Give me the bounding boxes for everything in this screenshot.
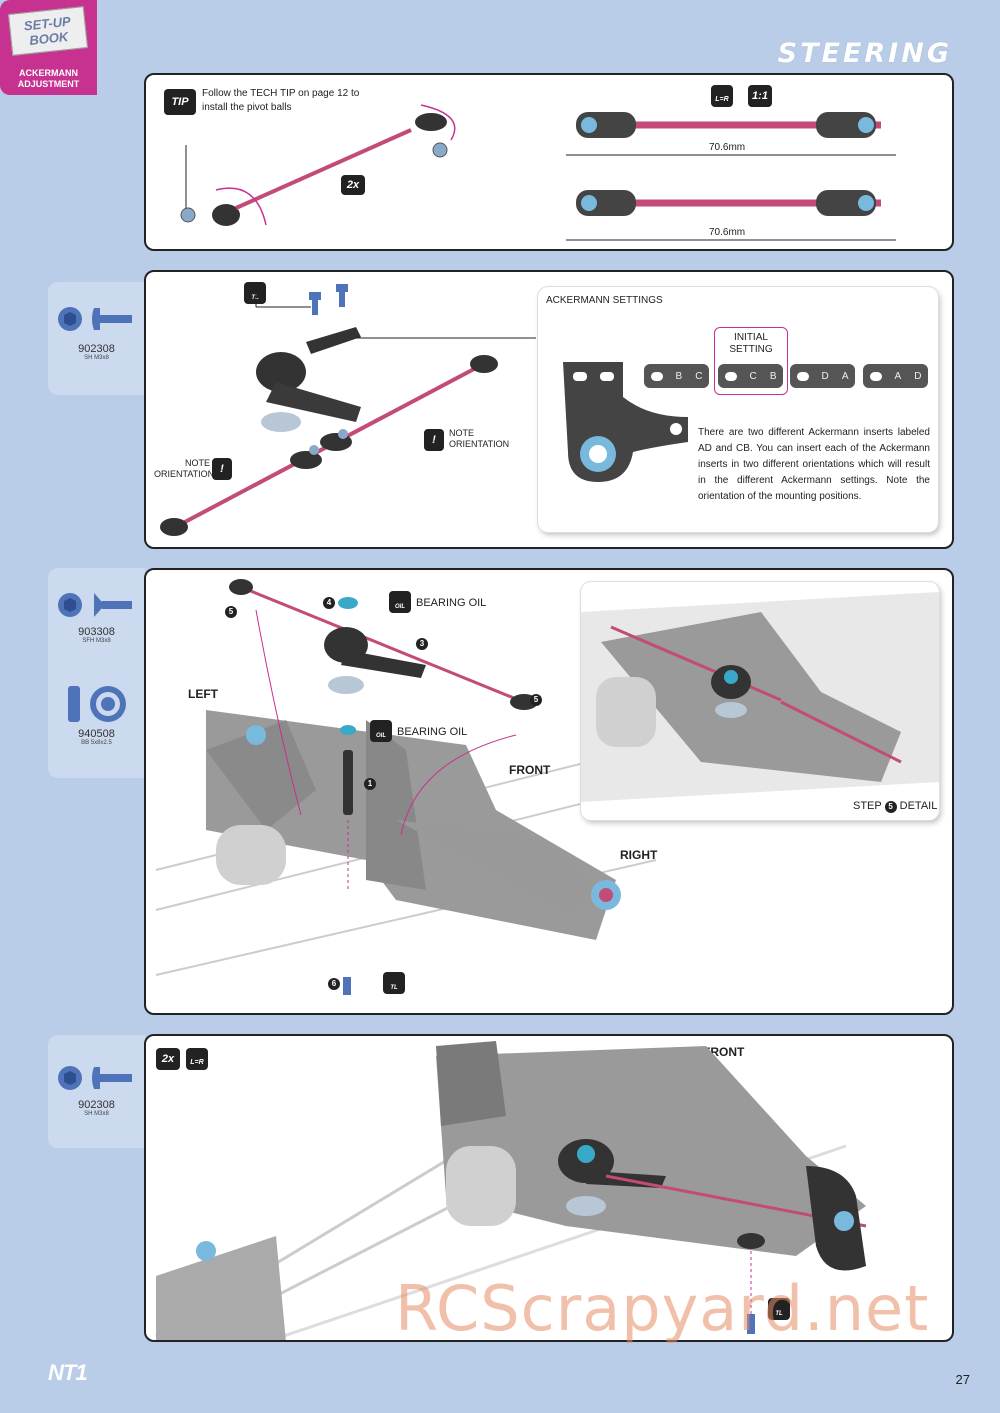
note-right: NOTE ORIENTATION [449, 428, 510, 449]
length-top: 70.6mm [709, 142, 746, 153]
insert-label: B [769, 370, 777, 382]
label-right: RIGHT [620, 848, 658, 862]
tip-badge: TIP [164, 89, 196, 115]
note-icon-right: ! [424, 429, 444, 451]
setup-book-badge[interactable]: SET-UP BOOK ACKERMANN ADJUSTMENT [0, 0, 97, 95]
pivot-ball-right [432, 142, 448, 158]
insert-label: A [894, 370, 902, 382]
step2-panel: TL ! NOTE ORIENTATION NOTE ORIENTATION !… [144, 270, 954, 549]
setup-book-label: SET-UP BOOK [23, 13, 72, 48]
detail-label: STEP [853, 800, 882, 812]
step4-panel: 2x L=R FRONT TL [144, 1034, 954, 1342]
insert-label: C [695, 370, 703, 382]
rod-end-left [212, 204, 240, 226]
lr-label: L=R [190, 1059, 204, 1066]
step2-parts [48, 282, 145, 395]
tl-label: TL [390, 985, 398, 991]
screw-sh-icon [58, 307, 132, 331]
step1-panel: TIP Follow the TECH TIP on page 12 to in… [144, 73, 954, 251]
callout-6: 6 [328, 978, 340, 990]
detail-suffix: DETAIL [899, 800, 938, 812]
tie-rod-bottom [566, 190, 896, 241]
note-left: NOTE ORIENTATION [154, 458, 215, 479]
callout-3: 3 [416, 638, 428, 650]
oil-badge-top: OIL [389, 591, 411, 613]
length-bottom: 70.6mm [709, 227, 746, 238]
step5-detail-box: STEP 5 DETAIL [581, 582, 939, 820]
section-title: STEERING [777, 38, 952, 69]
detail-num: 5 [884, 801, 897, 813]
insert-label: C [749, 370, 757, 382]
insert-label: B [675, 370, 683, 382]
label-left: LEFT [188, 687, 218, 701]
step3-parts [48, 568, 145, 778]
insert-label: A [841, 370, 849, 382]
callout-5-top: 5 [225, 606, 237, 618]
ackermann-text: There are two different Ackermann insert… [698, 427, 930, 502]
tl-label: TL [251, 295, 259, 301]
steering-arm-icon [563, 362, 688, 482]
tl-badge-step2: TL [244, 282, 266, 304]
oil-label: OIL [395, 604, 405, 610]
tip-label: TIP [171, 96, 189, 108]
qty-badge-step4: 2x [156, 1048, 180, 1070]
bearing-oil-top: BEARING OIL [416, 597, 487, 609]
step3-part-number-1: 903308 [78, 626, 115, 638]
step3-part-desc-1: SFH M3x8 [82, 638, 111, 644]
tl-label: TL [775, 1311, 783, 1317]
screw-sh-icon [58, 1066, 132, 1090]
tie-rod-top [566, 112, 896, 156]
initial-setting-frame [714, 327, 788, 395]
chassis-front-illustration [155, 579, 657, 995]
insert-label: D [914, 370, 922, 382]
note-icon-left: ! [212, 458, 232, 480]
setup-book-icon: SET-UP BOOK [8, 6, 88, 56]
step4-parts [48, 1035, 145, 1148]
pivot-ball-left [180, 207, 196, 223]
lr-label: L=R [715, 96, 729, 103]
tie-rod-exploded [180, 104, 456, 226]
callout-4: 4 [323, 597, 335, 609]
lr-badge-step4: L=R [186, 1048, 208, 1070]
step2-part-number: 902308 [78, 343, 115, 355]
oil-badge-mid: OIL [370, 720, 392, 742]
setup-caption: ACKERMANN ADJUSTMENT [17, 68, 80, 89]
oil-label: OIL [376, 733, 386, 739]
bearing-oil-mid: BEARING OIL [397, 726, 468, 738]
tl-badge-step3: TL [383, 972, 405, 994]
scale-badge: 1:1 [748, 85, 772, 107]
tip-text: Follow the TECH TIP on page 12 to instal… [202, 88, 360, 113]
page-number: 27 [955, 1372, 970, 1387]
step4-part-desc: SH M3x8 [84, 1111, 109, 1117]
step2-part-desc: SH M3x8 [84, 355, 109, 361]
chassis-assembled-illustration [155, 1041, 867, 1340]
lr-badge: L=R [711, 85, 733, 107]
initial-setting-label: INITIAL SETTING [729, 332, 773, 355]
steering-assembly-exploded [160, 284, 536, 536]
ackermann-title: ACKERMANN SETTINGS [546, 295, 663, 306]
label-front: FRONT [509, 763, 551, 777]
step3-part-number-2: 940508 [78, 728, 115, 740]
qty-badge: 2x [341, 175, 365, 195]
watermark: RCScrapyard.net [395, 1272, 930, 1345]
nt1-logo: NT1 [48, 1360, 88, 1385]
callout-5-right: 5 [530, 694, 542, 706]
detail-caption: STEP 5 DETAIL [853, 800, 937, 813]
insert-label: D [821, 370, 829, 382]
tl-badge-step4: TL [768, 1298, 790, 1320]
step3-panel: 5 4 OIL BEARING OIL 3 5 OIL BEARING OIL … [144, 568, 954, 1015]
screw-sfh-icon [58, 593, 132, 617]
bearing-icon [68, 686, 126, 722]
detail-illustration [581, 592, 939, 802]
callout-1: 1 [364, 778, 376, 790]
step4-part-number: 902308 [78, 1099, 115, 1111]
rod-end-right [415, 113, 447, 131]
step3-part-desc-2: BB 5x8x2.5 [81, 740, 112, 746]
